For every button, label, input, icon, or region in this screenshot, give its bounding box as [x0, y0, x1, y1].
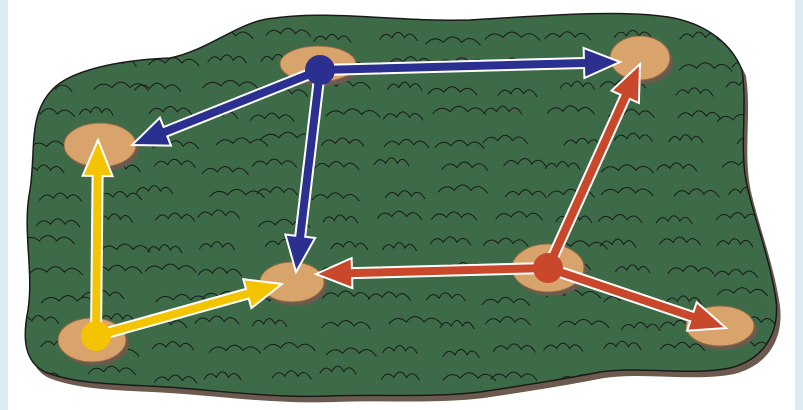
foliage-curl [784, 80, 803, 89]
yellow-group-origin-dot [81, 321, 111, 351]
foliage-curl [789, 269, 803, 278]
foliage-curl [136, 36, 183, 45]
foliage-curl [30, 33, 67, 42]
foliage-curl [82, 32, 127, 41]
blue-group-origin-dot [305, 55, 335, 85]
foliage-curl [775, 187, 803, 196]
foliage-curl [776, 340, 803, 349]
foliage-curl [788, 219, 803, 228]
foliage-curl [791, 31, 803, 40]
foliage-curl [20, 63, 59, 72]
red-group-origin-dot [533, 253, 563, 283]
foliage-curl [782, 239, 803, 248]
foliage-curl [784, 115, 803, 124]
foliage-curl [793, 294, 803, 303]
foliage-curl [781, 133, 803, 142]
foliage-curl [784, 160, 803, 169]
foliage-curl [773, 57, 803, 66]
foliage-curl [778, 317, 803, 326]
foliage-curl [727, 31, 764, 40]
foliage-curl [796, 368, 803, 377]
